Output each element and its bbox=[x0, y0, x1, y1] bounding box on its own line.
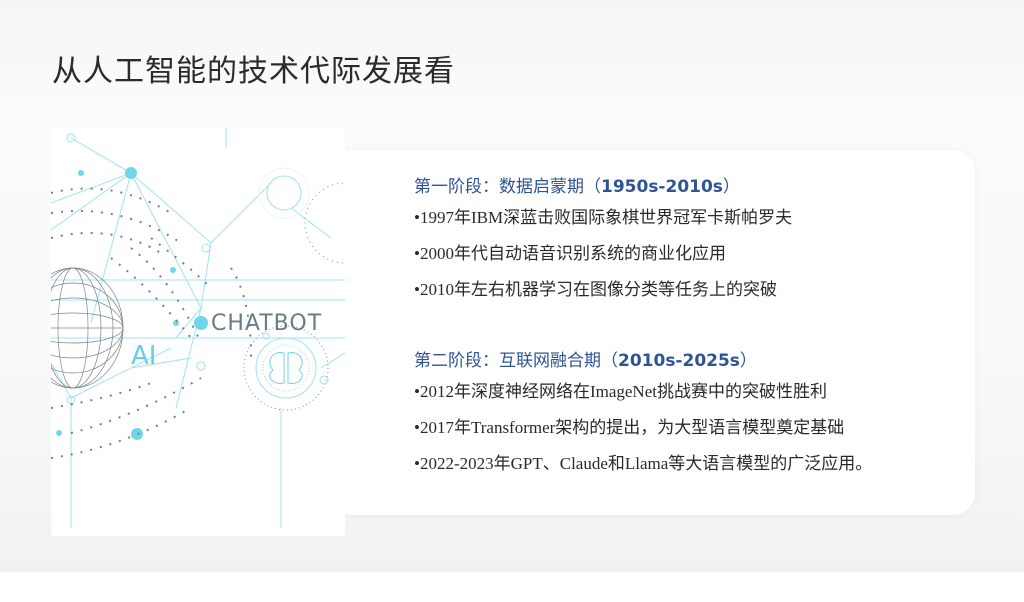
phase-1-heading-close: ） bbox=[722, 177, 740, 197]
phase-1-range: 1950s-2010s bbox=[601, 177, 723, 197]
ai-label: AI bbox=[131, 341, 156, 371]
phase-1-bullet: •2000年代自动语音识别系统的商业化应用 bbox=[414, 244, 726, 263]
phase-2-heading-close: ） bbox=[739, 351, 757, 371]
brain-icon bbox=[269, 352, 303, 385]
ai-chatbot-illustration: CHATBOT AI bbox=[51, 128, 345, 536]
phase-2-bullet: •2022-2023年GPT、Claude和Llama等大语言模型的广泛应用。 bbox=[414, 454, 873, 473]
slide: 从人工智能的技术代际发展看 bbox=[0, 0, 1024, 572]
phase-2-heading: 第二阶段：互联网融合期（2010s-2025s） bbox=[414, 348, 872, 374]
content-card bbox=[330, 150, 975, 515]
phases-content: 第一阶段：数据启蒙期（1950s-2010s） •1997年IBM深蓝击败国际象… bbox=[414, 174, 872, 482]
chatbot-label: CHATBOT bbox=[211, 311, 322, 336]
phase-2-bullet: •2012年深度神经网络在ImageNet挑战赛中的突破性胜利 bbox=[414, 382, 827, 401]
phase-1-heading: 第一阶段：数据启蒙期（1950s-2010s） bbox=[414, 174, 872, 200]
phase-2-bullet: •2017年Transformer架构的提出，为大型语言模型奠定基础 bbox=[414, 418, 845, 437]
network-graphic-icon: CHATBOT AI bbox=[51, 128, 345, 528]
phase-2-heading-text: 第二阶段：互联网融合期（ bbox=[414, 351, 618, 371]
slide-title: 从人工智能的技术代际发展看 bbox=[52, 54, 455, 89]
phase-1-heading-text: 第一阶段：数据启蒙期（ bbox=[414, 177, 601, 197]
phase-2: 第二阶段：互联网融合期（2010s-2025s） •2012年深度神经网络在Im… bbox=[414, 348, 872, 482]
phase-2-range: 2010s-2025s bbox=[618, 351, 740, 371]
phase-1-bullet: •1997年IBM深蓝击败国际象棋世界冠军卡斯帕罗夫 bbox=[414, 208, 793, 227]
phase-1-bullet: •2010年左右机器学习在图像分类等任务上的突破 bbox=[414, 280, 777, 299]
phase-1: 第一阶段：数据启蒙期（1950s-2010s） •1997年IBM深蓝击败国际象… bbox=[414, 174, 872, 308]
